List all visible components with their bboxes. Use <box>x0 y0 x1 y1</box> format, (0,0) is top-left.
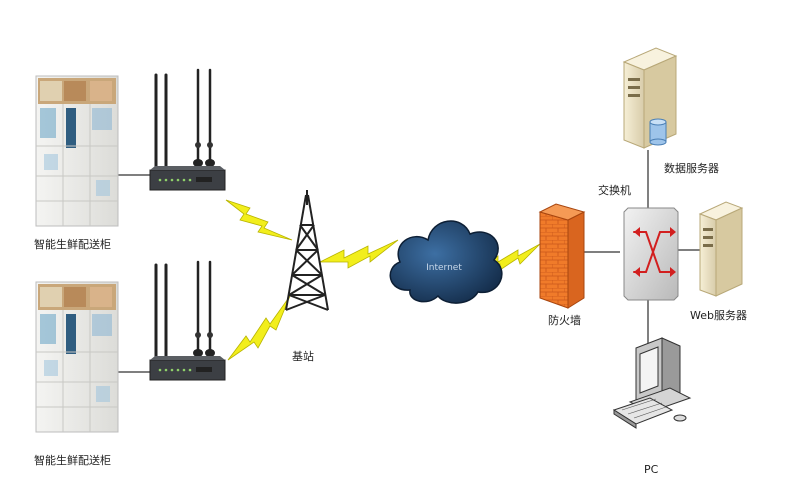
4g-router-icon <box>149 68 226 191</box>
internet-label: Internet <box>426 263 462 273</box>
smart-fresh-locker-icon <box>35 281 119 433</box>
internet-cloud-icon: Internet <box>389 220 503 304</box>
lightning-signal-icon <box>227 295 291 361</box>
server-tower-icon <box>698 201 744 297</box>
locker-top-label: 智能生鲜配送柜 <box>34 238 111 251</box>
locker-bottom-label: 智能生鲜配送柜 <box>34 454 111 467</box>
base-station-tower-icon <box>285 190 329 311</box>
database-icon <box>649 118 667 146</box>
firewall-label: 防火墙 <box>548 314 581 327</box>
lightning-signal-icon <box>225 199 293 241</box>
pc-label: PC <box>644 463 659 476</box>
switch-label: 交换机 <box>598 184 631 197</box>
firewall-brick-icon <box>538 203 586 309</box>
web-server-label: Web服务器 <box>690 309 747 322</box>
lightning-signal-icon <box>319 239 399 269</box>
smart-fresh-locker-icon <box>35 75 119 227</box>
4g-router-icon <box>149 260 226 381</box>
db-server-label: 数据服务器 <box>664 162 719 175</box>
desktop-pc-icon <box>612 337 692 429</box>
base-station-label: 基站 <box>292 350 314 363</box>
network-switch-icon <box>623 207 679 301</box>
connection-lines <box>118 150 702 373</box>
server-tower-icon <box>622 47 678 149</box>
